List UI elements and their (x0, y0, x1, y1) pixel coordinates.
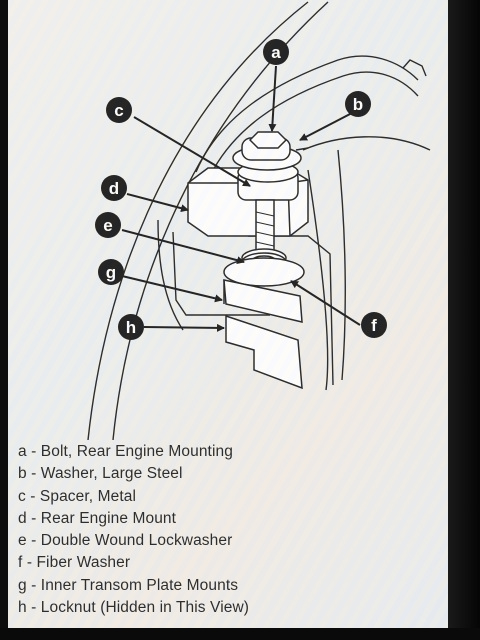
legend-item-b: b - Washer, Large Steel (18, 465, 183, 483)
svg-text:b: b (353, 95, 363, 114)
callout-c: c (106, 97, 132, 123)
exploded-parts-diagram: a b c d e f g h (87, 1, 431, 440)
legend-item-e: e - Double Wound Lockwasher (18, 532, 233, 550)
parts-legend: a - Bolt, Rear Engine Mounting b - Washe… (18, 441, 438, 619)
callout-h: h (118, 314, 144, 340)
leader-h (143, 323, 225, 332)
svg-text:e: e (103, 216, 112, 235)
callout-a: a (263, 39, 289, 65)
legend-item-g: g - Inner Transom Plate Mounts (18, 576, 239, 594)
svg-text:a: a (271, 43, 281, 62)
photo-dark-border-right (448, 0, 480, 640)
legend-item-a: a - Bolt, Rear Engine Mounting (18, 443, 233, 460)
leader-a (268, 65, 277, 132)
photo-dark-border-bottom (0, 628, 480, 640)
legend-item-h: h - Locknut (Hidden in This View) (18, 599, 250, 617)
leader-g (121, 275, 223, 303)
leader-b (299, 112, 353, 141)
callout-g: g (98, 259, 124, 285)
callout-leaders (121, 65, 361, 332)
svg-text:h: h (126, 318, 136, 337)
rear-engine-mounting-bolt (241, 131, 291, 265)
legend-item-d: d - Rear Engine Mount (18, 509, 177, 527)
svg-text:f: f (371, 316, 377, 335)
locknut-region (225, 314, 303, 390)
svg-text:d: d (109, 179, 119, 198)
callout-d: d (101, 175, 127, 201)
leader-f (290, 280, 361, 326)
svg-text:c: c (114, 101, 123, 120)
callout-b: b (345, 91, 371, 117)
leader-e (121, 229, 245, 265)
fiber-washer (223, 257, 305, 287)
callout-e: e (95, 212, 121, 238)
callout-f: f (361, 312, 387, 338)
legend-item-f: f - Fiber Washer (18, 554, 131, 572)
leader-c (133, 116, 251, 187)
diagram-sheet: a b c d e f g h a - Bol (8, 0, 448, 632)
svg-text:g: g (106, 263, 116, 282)
leader-d (126, 193, 189, 213)
inner-transom-plate-mount (223, 279, 303, 323)
legend-item-c: c - Spacer, Metal (18, 487, 136, 505)
